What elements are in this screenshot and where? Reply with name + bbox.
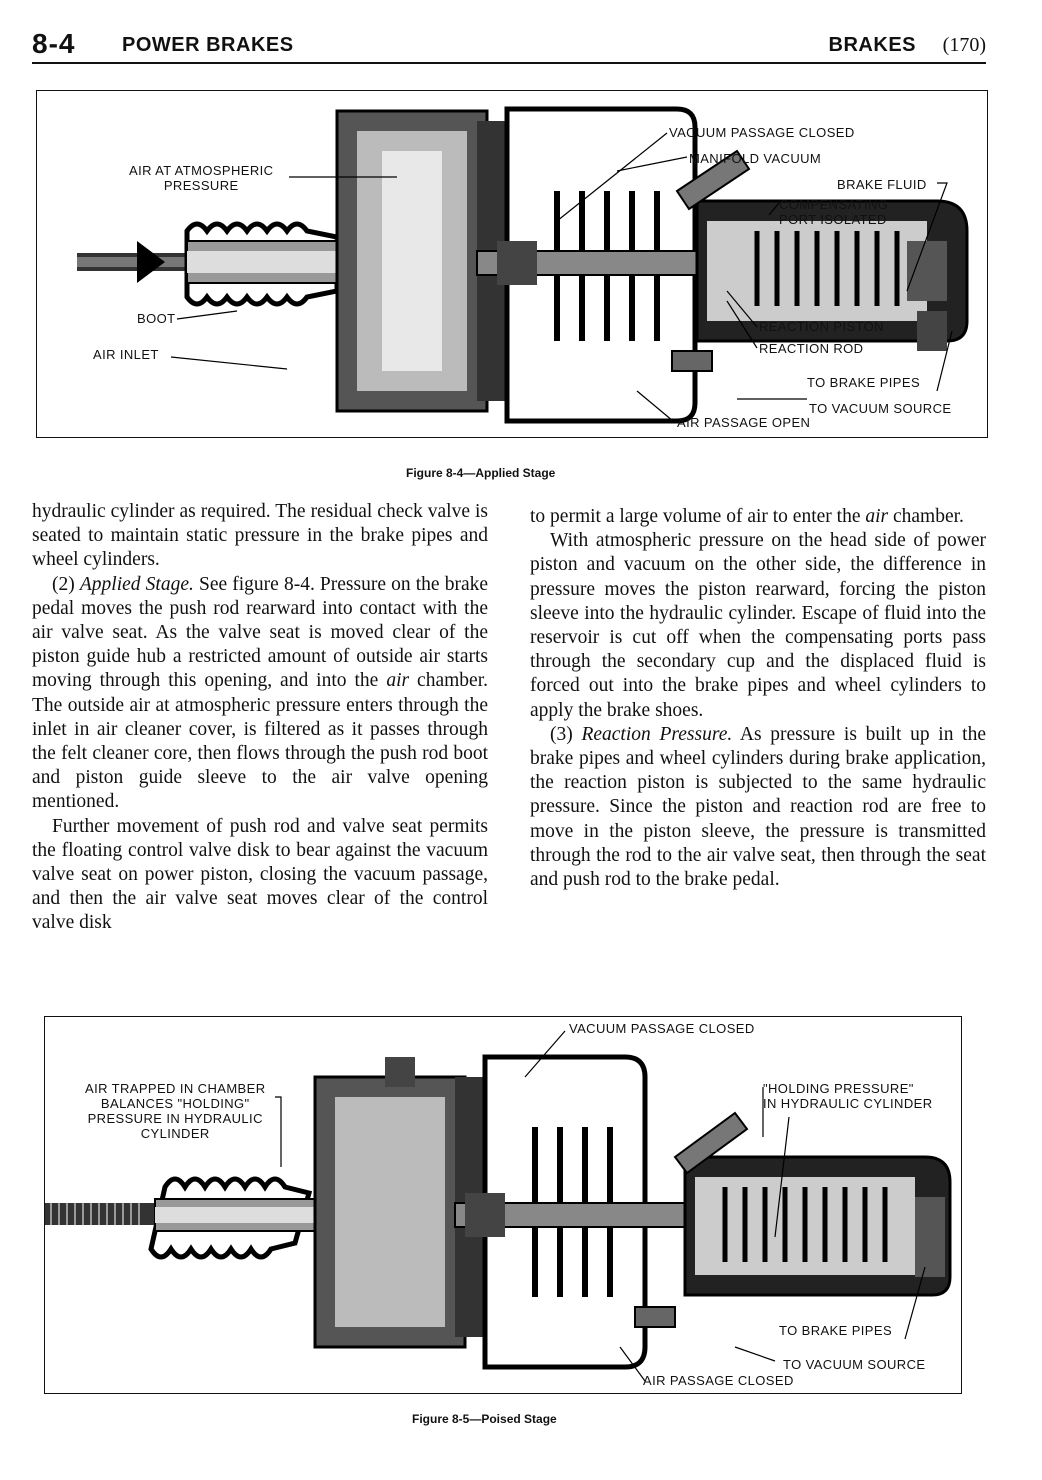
callout-compensating-port: COMPENSATING PORT ISOLATED (779, 197, 889, 227)
header-rule (32, 62, 986, 64)
paragraph-applied-stage: (2) Applied Stage. See figure 8-4. Press… (32, 573, 489, 813)
callout-reaction-rod: REACTION ROD (759, 341, 864, 356)
callout-brake-fluid: BRAKE FLUID (837, 177, 927, 192)
paragraph: Further movement of push rod and valve s… (32, 815, 488, 934)
callout-vacuum-passage-closed: VACUUM PASSAGE CLOSED (569, 1021, 755, 1036)
figure-poised-stage: AIR TRAPPED IN CHAMBER BALANCES "HOLDING… (44, 1016, 962, 1394)
callout-air-atmospheric: AIR AT ATMOSPHERIC PRESSURE (129, 163, 274, 193)
section-number: 8-4 (32, 28, 76, 59)
figure-caption-poised: Figure 8-5—Poised Stage (412, 1412, 557, 1426)
section-title: POWER BRAKES (122, 34, 294, 56)
paragraph-reaction-pressure: (3) Reaction Pressure. As pressure is bu… (530, 723, 987, 891)
text-column-left: hydraulic cylinder as required. The resi… (32, 500, 488, 936)
page-number: (170) (942, 34, 986, 56)
paragraph: to permit a large volume of air to enter… (530, 506, 964, 527)
brake-booster-illustration-applied (77, 106, 969, 424)
callout-air-passage-open: AIR PASSAGE OPEN (677, 415, 811, 430)
callout-reaction-piston: REACTION PISTON (759, 319, 884, 334)
callout-boot: BOOT (137, 311, 176, 326)
callout-holding-pressure: "HOLDING PRESSURE" IN HYDRAULIC CYLINDER (763, 1081, 933, 1111)
callout-to-brake-pipes: TO BRAKE PIPES (779, 1323, 893, 1338)
callout-air-trapped: AIR TRAPPED IN CHAMBER BALANCES "HOLDING… (85, 1081, 266, 1141)
callout-air-passage-closed: AIR PASSAGE CLOSED (643, 1373, 794, 1388)
callout-to-vacuum-source: TO VACUUM SOURCE (809, 401, 952, 416)
figure-caption-applied: Figure 8-4—Applied Stage (406, 466, 556, 480)
text-column-right: to permit a large volume of air to enter… (530, 505, 986, 892)
callout-to-brake-pipes: TO BRAKE PIPES (807, 375, 921, 390)
callout-manifold-vacuum: MANIFOLD VACUUM (689, 151, 822, 166)
page-header: 8-4 POWER BRAKES BRAKES (170) (32, 28, 986, 62)
chapter-title: BRAKES (828, 34, 916, 56)
callout-air-inlet: AIR INLET (93, 347, 159, 362)
callout-vacuum-passage-closed: VACUUM PASSAGE CLOSED (669, 125, 855, 140)
callout-to-vacuum-source: TO VACUUM SOURCE (783, 1357, 926, 1372)
brake-booster-illustration-poised (45, 1030, 952, 1382)
paragraph: hydraulic cylinder as required. The resi… (32, 501, 488, 571)
figure-applied-stage: AIR AT ATMOSPHERIC PRESSURE BOOT AIR INL… (36, 90, 988, 438)
paragraph: With atmospheric pressure on the head si… (530, 530, 986, 721)
